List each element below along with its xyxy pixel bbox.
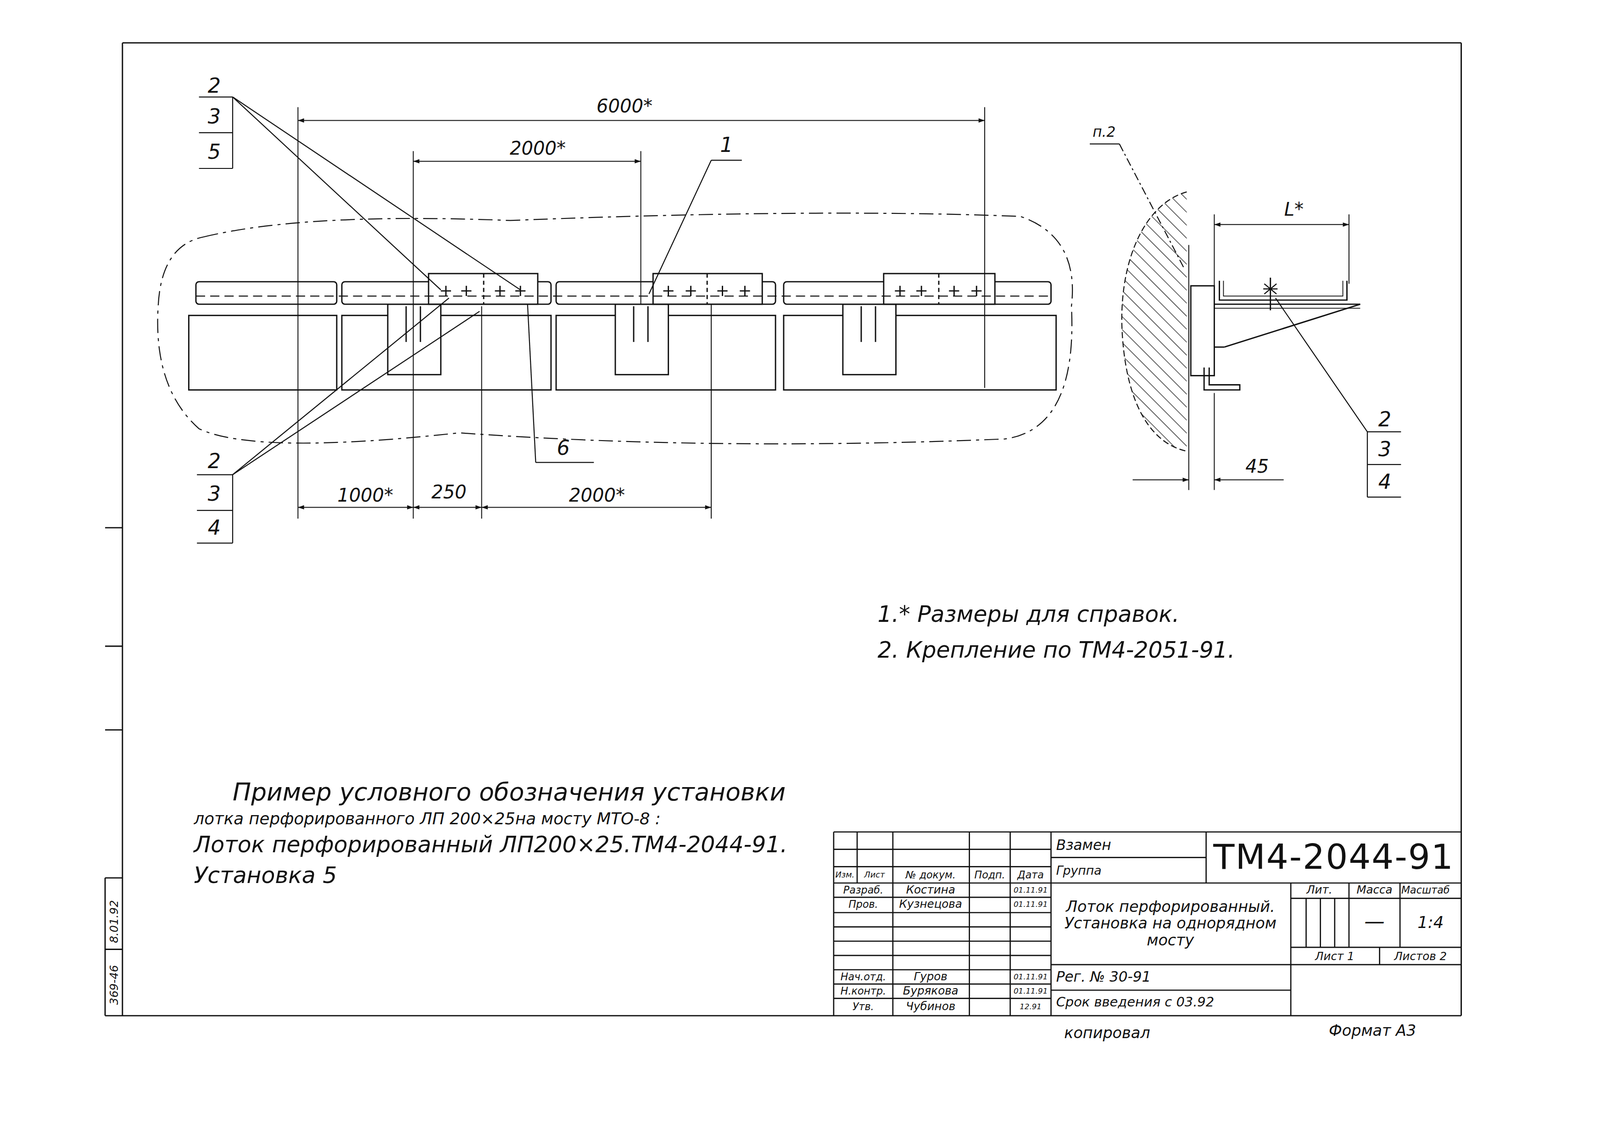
callout-number: 3 — [1378, 437, 1392, 461]
title-cell: Подп. — [974, 869, 1006, 881]
example-text: Лоток перфорированный ЛП200×25.ТМ4-2044-… — [194, 832, 788, 858]
margin-stamp: 369-46 — [108, 964, 121, 1005]
title-cell: 01.11.91 — [1013, 885, 1048, 894]
title-cell: Срок введения с 03.92 — [1056, 994, 1215, 1010]
dimension: 250 — [431, 481, 467, 502]
title-cell: Кузнецова — [899, 897, 963, 911]
dimension: 2000* — [568, 485, 625, 506]
title-cell: 01.11.91 — [1013, 972, 1048, 981]
example-text: Пример условного обозначения установки — [232, 778, 786, 806]
dimension: 45 — [1245, 456, 1269, 477]
example-text: Установка 5 — [194, 863, 338, 888]
callout-number: 1 — [719, 133, 733, 157]
title-cell: Взамен — [1056, 836, 1112, 853]
dimension: 2000* — [509, 138, 566, 159]
example-text: лотка перфорированного ЛП 200×25на мосту… — [194, 809, 661, 828]
callout-number: 5 — [207, 140, 221, 164]
title-cell: Группа — [1056, 863, 1102, 877]
callout-number: 4 — [207, 516, 221, 539]
title-cell: Дата — [1017, 869, 1044, 881]
callout-number: 3 — [207, 482, 221, 506]
title-cell: Масса — [1356, 883, 1393, 897]
footer-text: Формат А3 — [1328, 1022, 1417, 1040]
callout-number: 6 — [556, 436, 570, 460]
title-cell: Изм. — [835, 869, 855, 880]
title-cell: Утв. — [852, 1000, 875, 1012]
title-cell: Рег. № 30-91 — [1056, 968, 1152, 985]
callout-number: 2 — [207, 450, 221, 473]
title-cell: Масштаб — [1401, 884, 1450, 896]
dimension: 1000* — [337, 485, 394, 506]
note: 2. Крепление по ТМ4-2051-91. — [877, 637, 1236, 663]
document-code: ТМ4-2044-91 — [1213, 837, 1455, 876]
title-cell: Лист 1 — [1315, 949, 1355, 963]
perforated-tray-plan — [195, 273, 1052, 305]
title-cell: Пров. — [848, 898, 878, 910]
footer-text: копировал — [1064, 1024, 1150, 1042]
title-cell: Лит. — [1306, 883, 1333, 897]
title-cell: 1:4 — [1417, 913, 1444, 932]
bridge-plan — [188, 304, 1056, 391]
title-cell: Костина — [906, 883, 956, 897]
title-cell: Бурякова — [903, 984, 959, 998]
dimension-lines — [297, 107, 1350, 519]
title-cell: Разраб. — [843, 884, 884, 896]
break-outline — [157, 212, 1073, 444]
tray-section — [1121, 191, 1361, 452]
callout-number: 3 — [207, 105, 221, 128]
title-cell: Лист — [864, 869, 885, 880]
title-cell: — — [1364, 910, 1385, 933]
title-cell: 01.11.91 — [1013, 899, 1048, 909]
callout-number: 2 — [207, 74, 221, 97]
callout-number: 4 — [1378, 470, 1392, 493]
callout-leaders — [196, 96, 1401, 543]
title-cell: № докум. — [905, 869, 956, 881]
title-cell: Н.контр. — [840, 985, 887, 997]
title-cell: Чубинов — [905, 999, 956, 1013]
title-cell: 12.91 — [1019, 1002, 1042, 1011]
note-reference: п.2 — [1092, 123, 1116, 140]
title-block-grid — [833, 831, 1462, 1016]
document-title: Лоток перфорированный. Установка на одно… — [1053, 897, 1287, 949]
dimension: L* — [1284, 199, 1304, 220]
title-cell: 01.11.91 — [1013, 986, 1048, 995]
dimension: 6000* — [596, 95, 653, 117]
title-cell: Гуров — [914, 970, 948, 983]
title-cell: Нач.отд. — [840, 970, 887, 982]
note: 1.* Размеры для справок. — [877, 602, 1180, 627]
callout-number: 2 — [1378, 408, 1392, 431]
margin-stamp: 8.01.92 — [108, 899, 121, 943]
title-cell: Листов 2 — [1393, 949, 1447, 963]
sheet-frame — [105, 42, 1461, 1016]
